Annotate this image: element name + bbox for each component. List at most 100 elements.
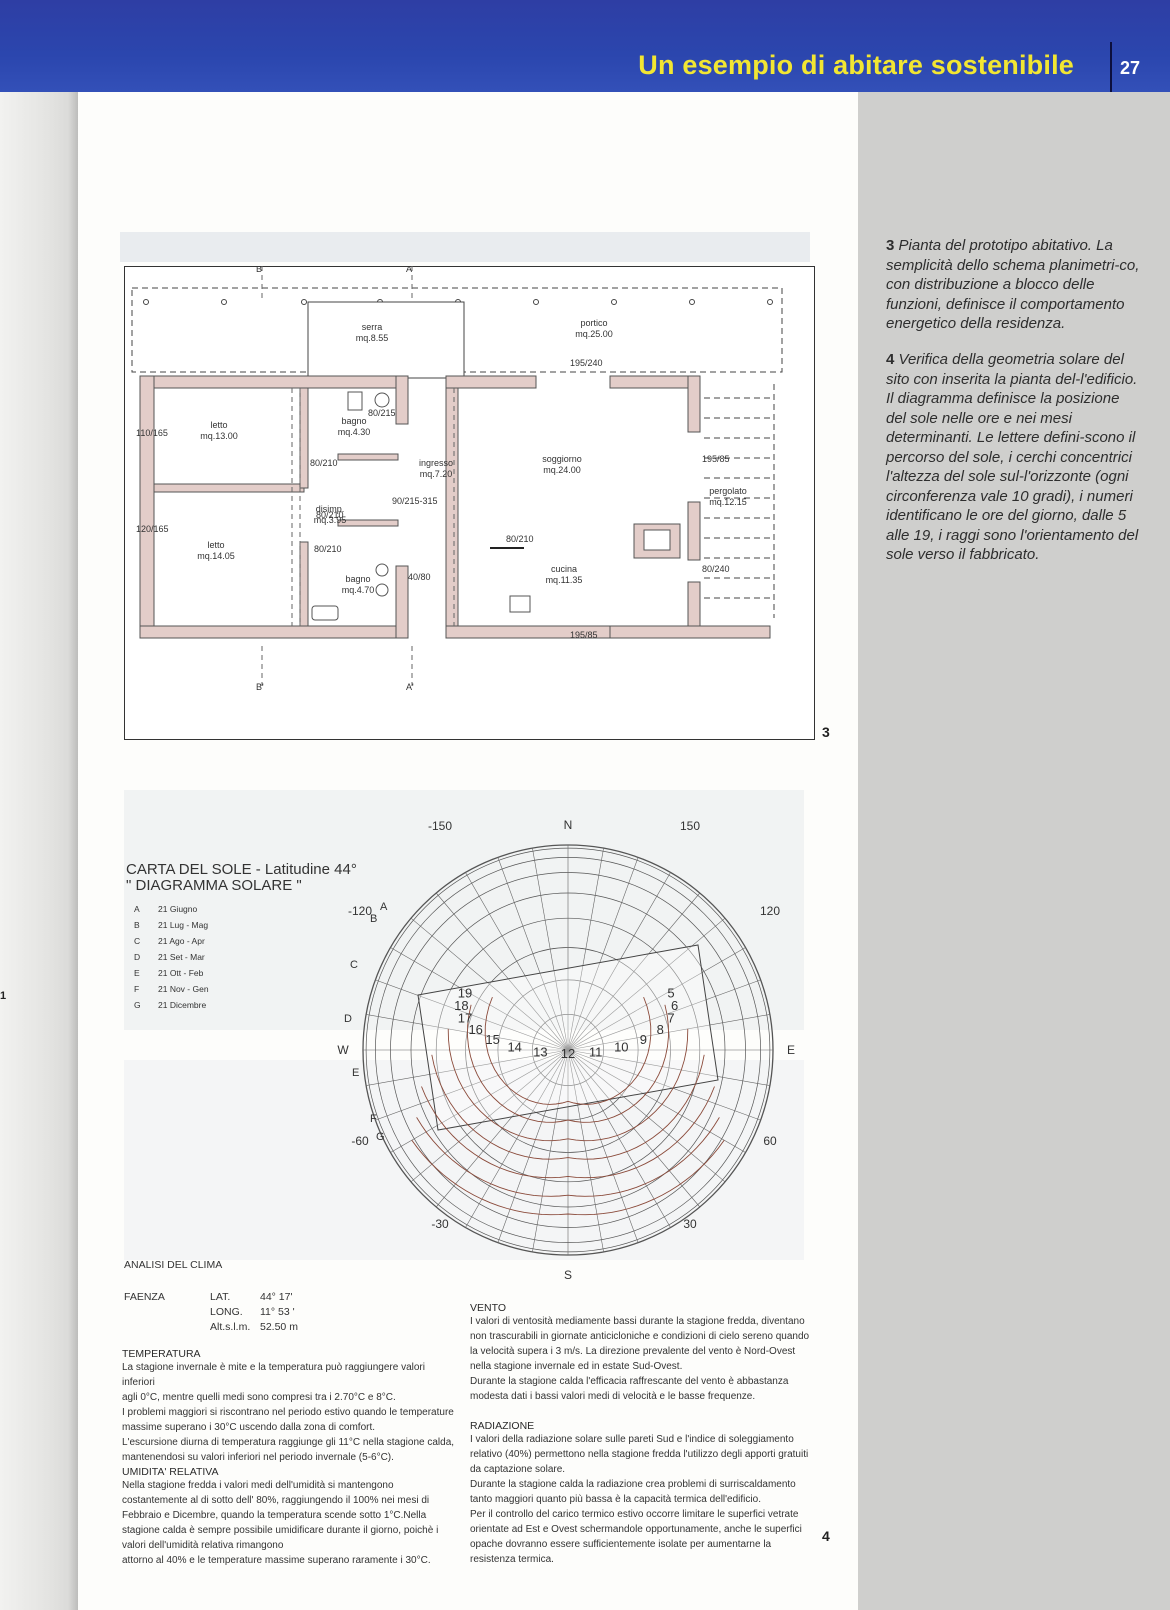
azimuth-ray <box>465 1049 569 1228</box>
temperatura-line: mantenendosi su valori inferiori nel per… <box>122 1452 394 1463</box>
azimuth-label: 120 <box>760 904 780 918</box>
header-divider <box>1110 42 1112 92</box>
azimuth-ray <box>567 1049 726 1183</box>
umidita-line: Nella stagione fredda i valori medi dell… <box>122 1480 394 1491</box>
azimuth-ray <box>366 1014 569 1051</box>
dimension-label: 90/215-315 <box>392 496 438 506</box>
building-footprint <box>417 944 719 1131</box>
hour-label: 11 <box>589 1044 603 1059</box>
section-mark: A <box>406 266 412 274</box>
sun-path-curve <box>467 1004 669 1123</box>
hour-label: 13 <box>533 1044 547 1059</box>
curve-letter: C <box>350 959 358 971</box>
hour-label: 6 <box>671 998 678 1013</box>
hour-label: 8 <box>657 1022 664 1037</box>
curve-letter: E <box>352 1067 359 1079</box>
long-value: 11° 53 ' <box>260 1306 295 1318</box>
hour-label: 14 <box>507 1040 521 1055</box>
vento-line: nella stagione invernale ed in estate Su… <box>470 1361 683 1372</box>
sun-path-curve <box>431 1054 705 1160</box>
vento-text: I valori di ventosità mediamente bassi d… <box>470 1314 826 1404</box>
azimuth-ray <box>532 848 569 1051</box>
curve-letter: D <box>344 1013 352 1025</box>
sun-path-curve <box>416 1117 720 1197</box>
radiazione-line: I valori della radiazione solare sulle p… <box>470 1434 794 1445</box>
azimuth-ray <box>435 892 569 1051</box>
vento-line: modesta dati i bassi valori medi di velo… <box>470 1391 756 1402</box>
curve-letter: B <box>370 913 377 925</box>
azimuth-label: -60 <box>351 1134 369 1148</box>
azimuth-ray <box>567 1049 746 1153</box>
dimension-label: 80/215 <box>368 408 396 418</box>
compass-label: S <box>564 1268 572 1282</box>
lat-label: LAT. <box>210 1291 231 1303</box>
caption-3-text: Pianta del prototipo abitativo. La sempl… <box>886 237 1140 332</box>
sun-chart-title-line2: " DIAGRAMMA SOLARE " <box>126 877 302 894</box>
radiazione-line: Durante la stagione calda la radiazione … <box>470 1479 796 1490</box>
azimuth-ray <box>375 979 569 1051</box>
page-number: 27 <box>1120 58 1141 78</box>
dimension-label: 80/210 <box>314 544 342 554</box>
vento-line: I valori di ventosità mediamente bassi d… <box>470 1316 805 1327</box>
show-through <box>120 232 810 262</box>
sun-path-curve <box>421 1086 715 1179</box>
azimuth-ray <box>497 1049 569 1243</box>
azimuth-ray <box>366 1049 569 1086</box>
azimuth-ray <box>567 848 604 1051</box>
azimuth-ray <box>567 917 726 1051</box>
compass-label: E <box>787 1043 795 1057</box>
temperatura-line: massime superano i 30°C uscendo dalla zo… <box>122 1422 376 1433</box>
vento-line: la velocità supera i 3 m/s. La direzione… <box>470 1346 796 1357</box>
sun-path-curve <box>484 996 652 1105</box>
legend-key: D <box>134 952 141 962</box>
sun-chart-title-line1: CARTA DEL SOLE - Latitudine 44° <box>126 861 357 878</box>
sun-path-curve <box>447 1028 689 1142</box>
azimuth-ray <box>567 857 639 1051</box>
azimuth-ray <box>532 1049 569 1252</box>
azimuth-ray <box>375 1049 569 1121</box>
legend-value: 21 Nov - Gen <box>158 984 209 994</box>
caption-3: 3 Pianta del prototipo abitativo. La sem… <box>886 236 1142 334</box>
azimuth-ray <box>567 979 761 1051</box>
alt-value: 52.50 m <box>260 1321 298 1333</box>
radiazione-section: RADIAZIONE I valori della radiazione sol… <box>470 1420 826 1567</box>
azimuth-label: -30 <box>431 1217 449 1231</box>
temperatura-text: La stagione invernale è mite e la temper… <box>122 1360 458 1465</box>
dimension-label: 195/85 <box>570 630 598 640</box>
legend-value: 21 Lug - Mag <box>158 920 209 930</box>
azimuth-ray <box>567 947 746 1051</box>
azimuth-ray <box>567 1049 639 1243</box>
clima-coord-values: 44° 17' 11° 53 ' 52.50 m <box>260 1290 298 1335</box>
umidita-line: costantemente al di sotto dell' 80%, rag… <box>122 1495 430 1506</box>
legend-key: E <box>134 968 140 978</box>
hour-label: 5 <box>667 986 674 1001</box>
clima-city: FAENZA <box>124 1291 165 1303</box>
east-block-walls <box>445 375 771 639</box>
dimension-label: 80/240 <box>702 564 730 574</box>
curve-letter: A <box>380 901 388 913</box>
figure-4-label: 4 <box>822 1528 830 1544</box>
azimuth-ray <box>410 917 569 1051</box>
azimuth-ray <box>410 1049 569 1183</box>
hour-label: 15 <box>485 1032 499 1047</box>
temperatura-section: TEMPERATURA La stagione invernale è mite… <box>122 1348 458 1465</box>
azimuth-label: -150 <box>428 819 452 833</box>
figure-3-label: 3 <box>822 724 830 740</box>
portico-outline <box>131 287 783 373</box>
azimuth-ray <box>567 1049 671 1228</box>
umidita-title: UMIDITA' RELATIVA <box>122 1466 219 1478</box>
legend-value: 21 Dicembre <box>158 1000 207 1010</box>
hour-label: 7 <box>667 1010 674 1025</box>
hour-label: 18 <box>454 998 468 1013</box>
radiazione-line: resistenza termica. <box>470 1554 554 1565</box>
caption-4: 4 Verifica della geometria solare del si… <box>886 350 1142 565</box>
page-header: Un esempio di abitare sostenibile 27 <box>0 0 1170 92</box>
azimuth-label: 60 <box>763 1134 777 1148</box>
